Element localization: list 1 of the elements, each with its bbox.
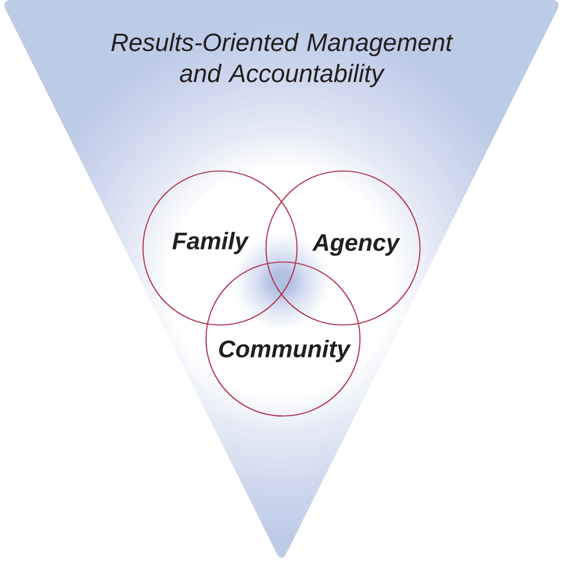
title: Results-Oriented Management and Accountability: [111, 32, 454, 88]
